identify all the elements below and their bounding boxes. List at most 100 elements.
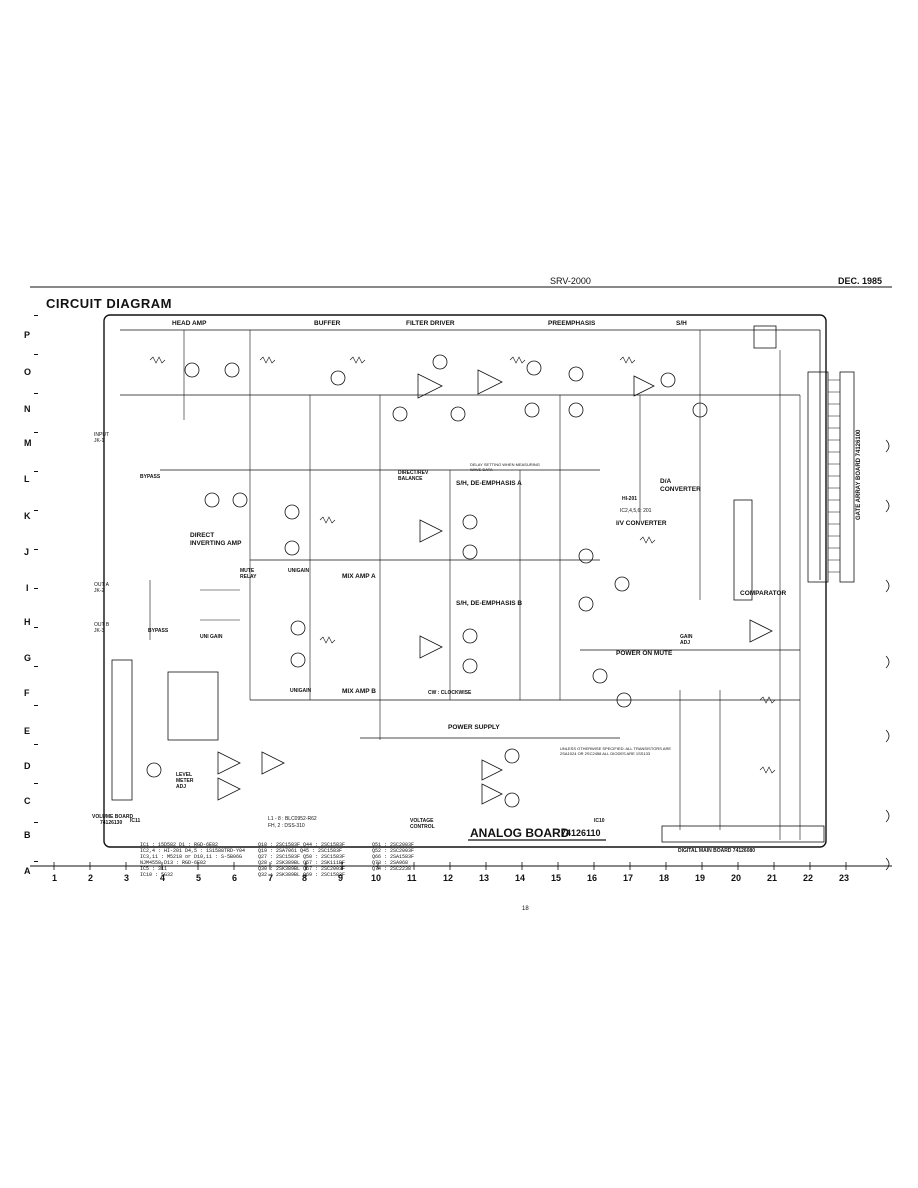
page-title: CIRCUIT DIAGRAM (46, 296, 172, 311)
column-marker: 4 (160, 873, 166, 883)
block-label-comparator: COMPARATOR (740, 590, 787, 597)
label-delay-note: DELAY SETTING WHEN MEASURING WAVE DATA (470, 462, 540, 472)
model-number: SRV-2000 (550, 276, 591, 286)
row-marker: L (24, 474, 30, 484)
block-label-buffer: BUFFER (314, 320, 341, 327)
block-label-filter-driver: FILTER DRIVER (406, 320, 455, 327)
label-hi201: HI-201 (622, 496, 638, 502)
board-title: ANALOG BOARD (470, 826, 570, 840)
column-marker: 10 (371, 873, 382, 883)
block-label-da-converter: D/A CONVERTER (660, 478, 701, 493)
row-marker: A (24, 866, 31, 876)
block-label-mix-amp-a: MIX AMP A (342, 573, 376, 580)
parts-line: Q18 : 2SC1583F Q44 : 2SC1583F (258, 842, 346, 848)
column-marker: 5 (196, 873, 202, 883)
label-gain-adj: GAIN ADJ (680, 634, 693, 646)
column-marker: 16 (587, 873, 598, 883)
label-voltage-control: VOLTAGE CONTROL (410, 818, 435, 830)
label-bypass-2: BYPASS (148, 628, 169, 634)
column-marker: 8 (302, 873, 308, 883)
column-marker: 17 (623, 873, 634, 883)
column-marker: 23 (839, 873, 850, 883)
row-marker: D (24, 761, 31, 771)
parts-line: Q66 : 2SA1583F (372, 854, 415, 860)
column-marker: 20 (731, 873, 742, 883)
label-unigain-a: UNIGAIN (288, 568, 310, 574)
row-marker: K (24, 511, 31, 521)
row-marker: N (24, 404, 31, 414)
label-fh-note: FH, 2 : DSS-310 (268, 823, 305, 829)
row-marker: P (24, 330, 31, 340)
label-volume-board-number: 74126130 (100, 820, 123, 826)
row-marker: O (24, 367, 32, 377)
column-marker: 22 (803, 873, 814, 883)
row-marker: J (24, 547, 30, 557)
block-label-sh: S/H (676, 320, 687, 327)
block-label-direct-rev-balance: DIRECT/REV BALANCE (398, 470, 429, 482)
parts-line: Q74 : 2SC2238 (372, 866, 412, 872)
column-marker: 13 (479, 873, 490, 883)
label-bypass: BYPASS (140, 474, 161, 480)
parts-line: Q51 : 2SC2003F (372, 842, 415, 848)
block-label-sh-deemphasis-a: S/H, DE-EMPHASIS A (456, 480, 522, 487)
parts-line: Q19 : 2SA7061 Q45 : 2SC1583F (258, 848, 343, 854)
block-label-power-on-mute: POWER ON MUTE (616, 650, 673, 657)
parts-line: IC2,4 : HI-201 D4,5 : 1S1588TRD-Y04 (140, 848, 246, 854)
block-label-power-supply: POWER SUPPLY (448, 724, 500, 731)
parts-list-transistors-2: Q51 : 2SC2003F Q52 : 2SC2003F Q66 : 2SA1… (372, 842, 414, 872)
parts-line: Q73 : 2SA968 (372, 860, 409, 866)
row-marker: I (26, 583, 29, 593)
parts-line: Q27 : 2SC1583F Q50 : 2SC1583F (258, 854, 346, 860)
parts-line: IC5 : 311 (140, 866, 168, 872)
label-uni-gain: UNI GAIN (200, 634, 223, 640)
label-unigain-b: UNIGAIN (290, 688, 312, 694)
label-input: INPUT JK-1 (94, 432, 109, 444)
column-marker: 2 (88, 873, 94, 883)
row-marker: G (24, 653, 32, 663)
row-marker: C (24, 796, 31, 806)
parts-line: IC3,11 : M5218 or D10,11 : S-5B06G (140, 854, 243, 860)
column-marker: 3 (124, 873, 130, 883)
row-marker: M (24, 438, 32, 448)
column-marker: 12 (443, 873, 454, 883)
column-marker: 18 (659, 873, 670, 883)
column-marker: 21 (767, 873, 778, 883)
board-number: 74126110 (561, 828, 601, 838)
column-marker: 11 (407, 873, 417, 883)
label-unless-note: UNLESS OTHERWISE SPECIFIED: ALL TRANSIST… (560, 746, 671, 756)
column-marker: 14 (515, 873, 526, 883)
label-cw-clockwise: CW : CLOCKWISE (428, 690, 472, 696)
column-marker: 15 (551, 873, 562, 883)
parts-line: IC1 : 15D582 D1 : RGD-6E82 (140, 842, 219, 848)
label-out-b: OUT B JK-3 (94, 622, 110, 634)
parts-line: Q32 : 2SK389BL Q69 : 2SC1583F (258, 872, 346, 878)
row-marker: E (24, 726, 31, 736)
column-marker: 1 (52, 873, 58, 883)
parts-line: Q28 : 2SK389BL Q57 : 2SK111BF (258, 860, 346, 866)
row-marker: F (24, 688, 30, 698)
column-marker: 7 (268, 873, 274, 883)
gate-array-board-label: GATE ARRAY BOARD 74126100 (856, 429, 862, 520)
block-label-preemphasis: PREEMPHASIS (548, 320, 596, 327)
block-label-head-amp: HEAD AMP (172, 320, 207, 327)
label-level-meter-adj: LEVEL METER ADJ (176, 772, 194, 790)
parts-line: Q52 : 2SC2003F (372, 848, 415, 854)
parts-line: Q30 : 2SK389BL Q67 : 2SC2003F (258, 866, 346, 872)
block-label-mix-amp-b: MIX AMP B (342, 688, 376, 695)
block-label-sh-deemphasis-b: S/H, DE-EMPHASIS B (456, 600, 523, 607)
parts-list-transistors: Q18 : 2SC1583F Q44 : 2SC1583F Q19 : 2SA7… (258, 842, 345, 878)
page-number: 18 (522, 906, 529, 912)
digital-board-label: DIGITAL MAIN BOARD 74126080 (678, 848, 756, 854)
column-marker: 9 (338, 873, 344, 883)
label-ic10: IC10 (594, 818, 605, 824)
block-label-direct-inverting-amp: DIRECT INVERTING AMP (190, 532, 242, 547)
label-relay-note: L1 - 8 : BLC0952-R62 (268, 816, 317, 822)
parts-line: NJM4558 D13 : RGD-6E82 (140, 860, 207, 866)
column-marker: 19 (695, 873, 706, 883)
row-marker: H (24, 617, 31, 627)
revision-date: DEC. 1985 (838, 276, 883, 286)
block-label-iv-converter: I/V CONVERTER (616, 520, 667, 527)
parts-line: IC10 : 5G32 (140, 872, 174, 878)
label-out-a: OUT A JK-2 (94, 582, 109, 594)
